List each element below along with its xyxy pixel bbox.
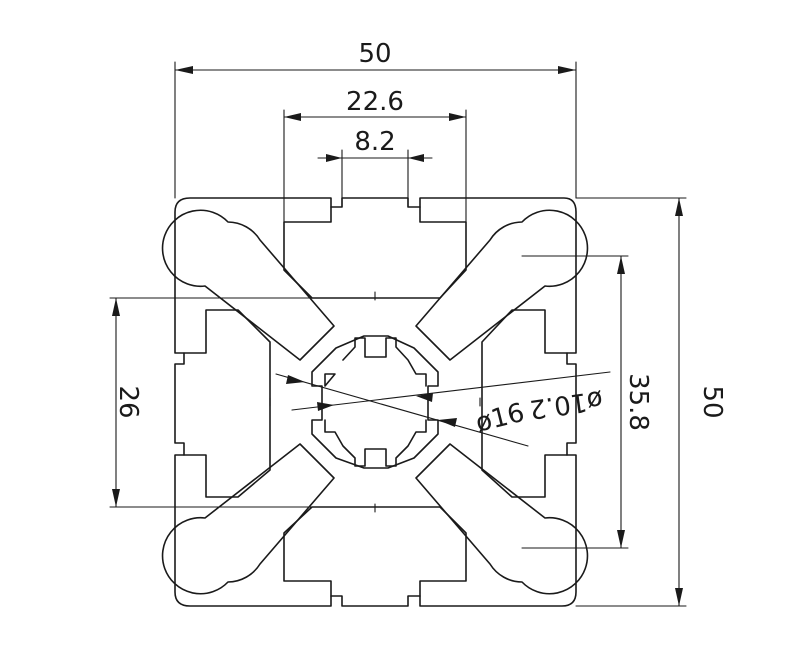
left-slot-cavity xyxy=(183,309,271,498)
dim-bore-diameter: ø10.2 xyxy=(291,371,611,424)
corner-hole-top-right xyxy=(415,209,589,361)
dim-hole-distance: 35.8 xyxy=(521,255,653,549)
dim-slot-opening: 8.2 xyxy=(317,127,433,208)
profile-outline xyxy=(174,197,577,607)
dim-bore-diameter-label: ø10.2 xyxy=(527,384,604,424)
dim-inner-height: 26 xyxy=(109,297,313,508)
dim-overall-height: 50 xyxy=(575,197,727,607)
dim-slot-outer-width: 22.6 xyxy=(283,87,467,223)
corner-hole-bottom-right xyxy=(415,443,589,595)
dim-core-diameter-label: ø16 xyxy=(473,398,528,439)
dim-inner-height-label: 26 xyxy=(113,385,143,418)
dim-hole-distance-label: 35.8 xyxy=(623,373,653,431)
dim-overall-width-label: 50 xyxy=(358,39,391,69)
top-slot-cavity xyxy=(283,206,467,299)
dim-slot-opening-label: 8.2 xyxy=(354,127,395,157)
dim-overall-height-label: 50 xyxy=(697,385,727,418)
dim-slot-outer-width-label: 22.6 xyxy=(346,87,404,117)
corner-hole-bottom-left xyxy=(161,443,335,595)
right-slot-cavity xyxy=(481,309,568,498)
center-bore-teeth xyxy=(324,337,427,467)
bottom-slot-cavity xyxy=(283,506,467,597)
dim-overall-width: 50 xyxy=(174,39,577,199)
corner-hole-top-left xyxy=(161,209,335,361)
